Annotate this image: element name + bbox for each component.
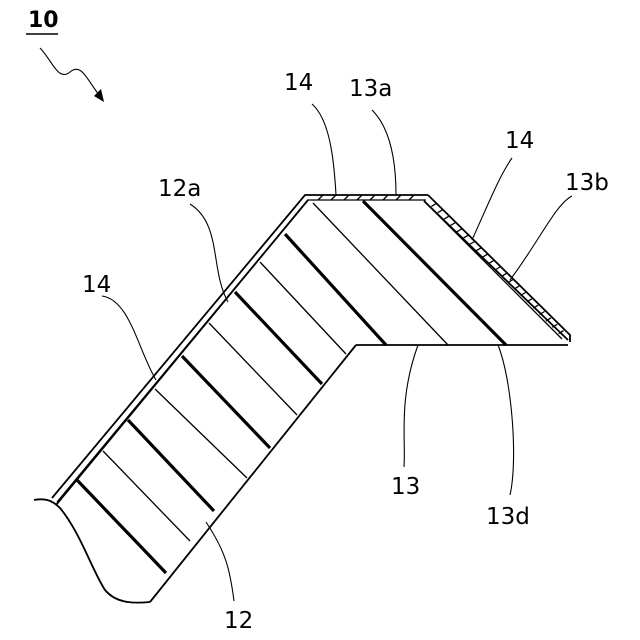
label-14-slope: 14 [505, 128, 534, 154]
label-10: 10 [28, 8, 59, 33]
leader-12 [206, 522, 234, 601]
label-13d: 13d [486, 504, 530, 530]
label-13b: 13b [565, 170, 609, 196]
slope-hatch-mark [463, 235, 468, 238]
coating-slope-hatch [431, 203, 563, 333]
leader-14-top [312, 104, 336, 195]
leader-12a [190, 204, 228, 302]
coating-14-outer-edge [52, 195, 428, 498]
label-12a: 12a [158, 176, 201, 202]
body-inner-left-edge [150, 345, 356, 602]
label-14-top: 14 [284, 70, 313, 96]
leader-13b [510, 196, 572, 280]
leader-13 [404, 345, 418, 467]
slope-hatch-mark [444, 216, 449, 219]
slope-hatch-mark [451, 223, 456, 226]
body-outer-left-edge [56, 200, 308, 505]
coating-14-inner-edge [57, 200, 426, 502]
label-13: 13 [391, 474, 420, 500]
slope-hatch-mark [476, 248, 481, 251]
label-10-wavy-arrow [40, 48, 100, 96]
leader-13a [372, 110, 396, 195]
label-12: 12 [224, 608, 253, 634]
slope-hatch-mark [470, 242, 475, 245]
part-13-laminations [313, 201, 506, 345]
label-13a: 13a [349, 76, 392, 102]
cut-line [34, 499, 150, 602]
label-14-left: 14 [82, 272, 111, 298]
slope-hatch-mark [438, 210, 443, 213]
slope-hatch-mark [457, 229, 462, 232]
leader-14-left [102, 296, 156, 380]
part-12-laminations [77, 234, 386, 573]
leader-14-slope [472, 158, 512, 240]
leader-13d [498, 345, 514, 495]
body-slope-edge [424, 201, 568, 340]
slope-hatch-mark [431, 203, 436, 206]
